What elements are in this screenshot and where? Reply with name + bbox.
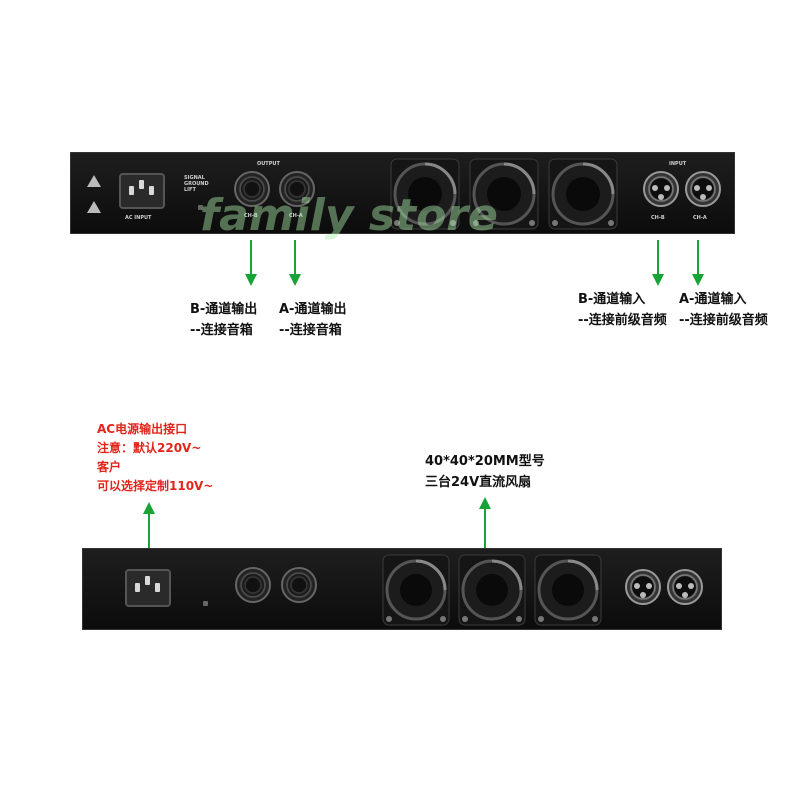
signal-ground-label-3: LIFT	[184, 187, 196, 193]
cooling-fan-icon	[548, 158, 618, 230]
fan-model-label: 40*40*20MM型号	[425, 454, 545, 469]
top-rear-panel: AC INPUT SIGNAL GROUND LIFT OUTPUT CH-B …	[70, 152, 735, 234]
cooling-fan-icon	[382, 554, 450, 626]
b-channel-input-title: B-通道输入	[578, 292, 646, 307]
bottom-rear-panel	[82, 548, 722, 630]
cooling-fan-icon	[534, 554, 602, 626]
arrow-down-icon	[652, 240, 664, 286]
arrow-down-icon	[245, 240, 257, 286]
cooling-fan-icon	[458, 554, 526, 626]
warning-icon	[87, 201, 101, 213]
cooling-fan-icon	[390, 158, 460, 230]
speakon-output-ch-a[interactable]	[279, 171, 315, 207]
ac-power-title: AC电源输出接口	[97, 422, 188, 436]
ground-lift-switch[interactable]	[203, 601, 208, 606]
ground-lift-switch[interactable]	[198, 205, 203, 210]
a-channel-output-title: A-通道输出	[279, 302, 347, 317]
xlr-input-ch-b[interactable]	[625, 569, 661, 605]
fan-spec-label: 三台24V直流风扇	[425, 475, 532, 490]
xlr-input-ch-a[interactable]	[685, 171, 721, 207]
ac-input-label: AC INPUT	[125, 215, 152, 221]
xlr-input-ch-a[interactable]	[667, 569, 703, 605]
a-channel-input-note: --连接前级音频	[679, 313, 768, 328]
speakon-output-ch-a[interactable]	[281, 567, 317, 603]
a-channel-output-note: --连接音箱	[279, 323, 342, 338]
b-channel-output-note: --连接音箱	[190, 323, 253, 338]
input-ch-a-label: CH-A	[693, 215, 707, 221]
signal-ground-label-1: SIGNAL	[184, 175, 205, 181]
output-label: OUTPUT	[257, 161, 280, 167]
cooling-fan-icon	[469, 158, 539, 230]
speakon-output-ch-b[interactable]	[235, 567, 271, 603]
input-label: INPUT	[669, 161, 687, 167]
warning-icon	[87, 175, 101, 187]
arrow-down-icon	[692, 240, 704, 286]
ac-input-socket[interactable]	[119, 173, 165, 209]
arrow-down-icon	[289, 240, 301, 286]
output-ch-a-label: CH-A	[289, 213, 303, 219]
ac-power-custom-note: 可以选择定制110V~	[97, 479, 214, 493]
input-ch-b-label: CH-B	[651, 215, 665, 221]
a-channel-input-title: A-通道输入	[679, 292, 747, 307]
ac-power-socket[interactable]	[125, 569, 171, 607]
b-channel-output-title: B-通道输出	[190, 302, 258, 317]
b-channel-input-note: --连接前级音频	[578, 313, 667, 328]
ac-power-customer-label: 客户	[97, 460, 122, 474]
output-ch-b-label: CH-B	[244, 213, 258, 219]
speakon-output-ch-b[interactable]	[234, 171, 270, 207]
xlr-input-ch-b[interactable]	[643, 171, 679, 207]
watermark-text: family store	[200, 190, 498, 241]
ac-power-default-note: 注意：默认220V~	[97, 441, 202, 455]
signal-ground-label-2: GROUND	[184, 181, 209, 187]
